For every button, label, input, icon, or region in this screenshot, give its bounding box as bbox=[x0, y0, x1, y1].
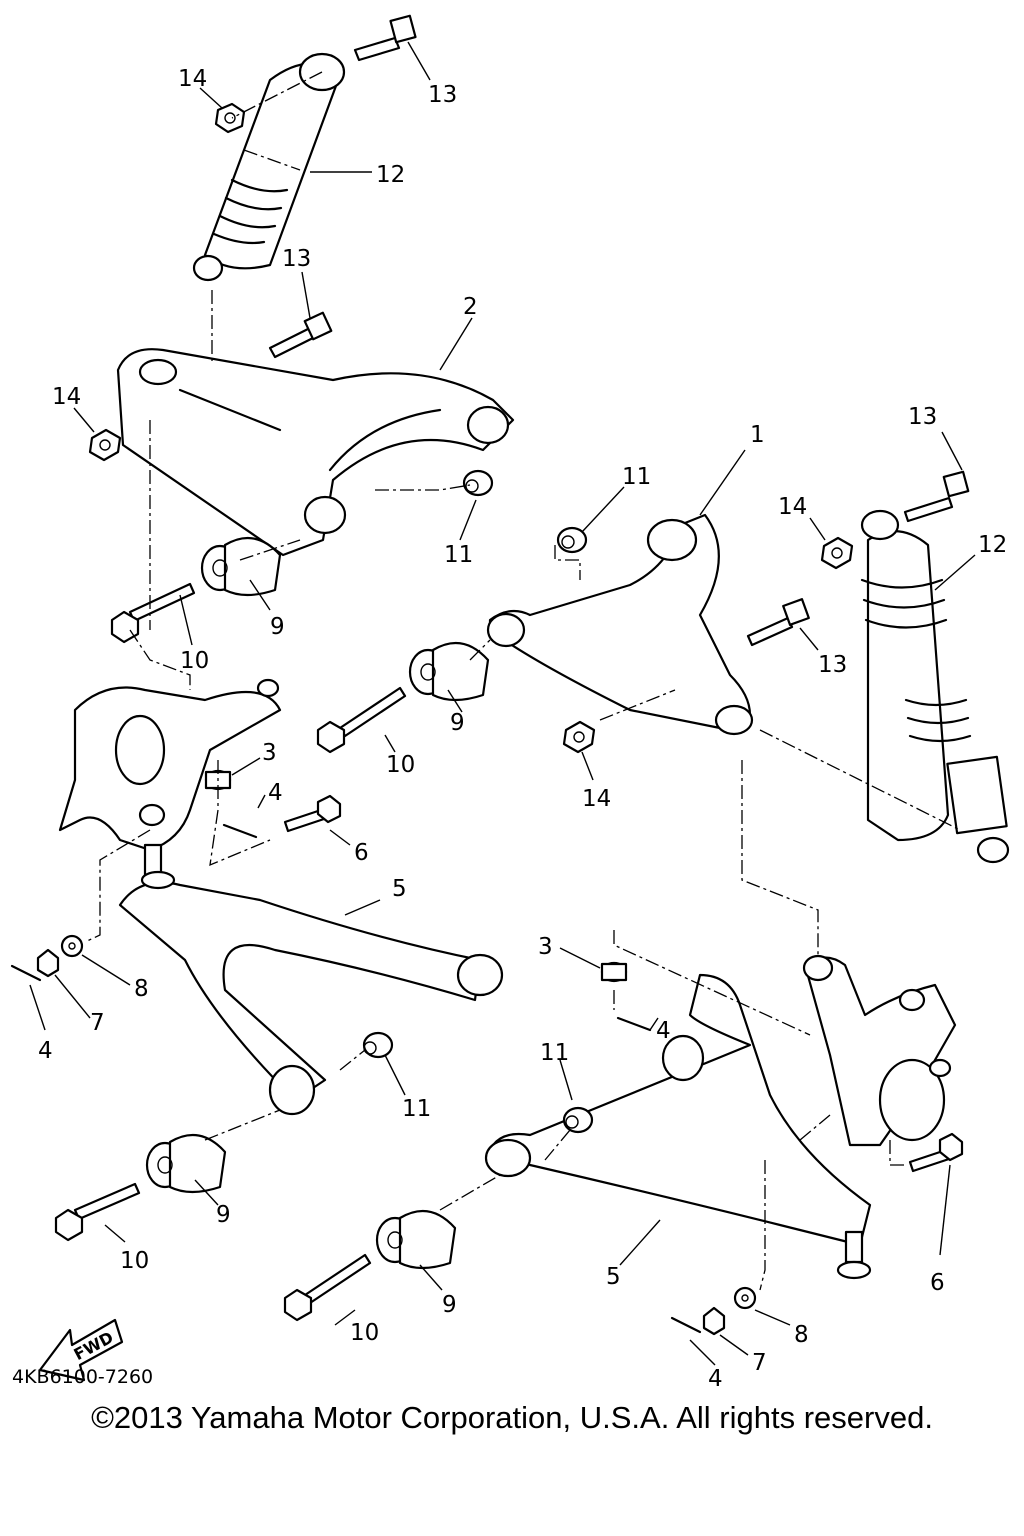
nut-7-left bbox=[36, 948, 60, 978]
callout-14d: 14 bbox=[582, 786, 611, 812]
upper-arm-2 bbox=[116, 348, 515, 557]
callout-4a: 4 bbox=[268, 780, 283, 806]
callout-11d: 11 bbox=[540, 1040, 569, 1066]
callout-10c: 10 bbox=[120, 1248, 149, 1274]
callout-9c: 9 bbox=[216, 1202, 231, 1228]
callout-9a: 9 bbox=[270, 614, 285, 640]
bolt-10-upper-left bbox=[110, 582, 196, 644]
shock-absorber-left bbox=[192, 52, 346, 282]
assembly-lines bbox=[84, 71, 961, 1291]
callout-1: 1 bbox=[750, 422, 765, 448]
steering-knuckle-left bbox=[58, 678, 282, 852]
callout-8a: 8 bbox=[134, 976, 149, 1002]
part-code: 4KB6100-7260 bbox=[12, 1366, 153, 1388]
pin-4-right-upper bbox=[616, 1016, 652, 1032]
callout-11a: 11 bbox=[444, 542, 473, 568]
callout-4b: 4 bbox=[38, 1038, 53, 1064]
callout-4d: 4 bbox=[708, 1366, 723, 1392]
callout-14c: 14 bbox=[778, 494, 807, 520]
callout-10a: 10 bbox=[180, 648, 209, 674]
bolt-13-top-right bbox=[903, 470, 970, 523]
bolt-6-right bbox=[908, 1132, 964, 1173]
bolt-10-right-lower bbox=[283, 1253, 372, 1322]
callout-6a: 6 bbox=[354, 840, 369, 866]
collar-11-right-upper bbox=[556, 526, 588, 554]
nut-3-right bbox=[600, 961, 628, 983]
lower-arm-5-right bbox=[484, 973, 872, 1280]
bolt-6-left bbox=[283, 794, 342, 833]
callout-3b: 3 bbox=[538, 934, 553, 960]
callout-3a: 3 bbox=[262, 740, 277, 766]
nut-7-right bbox=[702, 1306, 726, 1336]
callout-13d: 13 bbox=[818, 652, 847, 678]
callout-13a: 13 bbox=[428, 82, 457, 108]
bushing-9-right-upper bbox=[408, 641, 490, 702]
bolt-13-upper-arm bbox=[268, 311, 333, 359]
callout-10b: 10 bbox=[386, 752, 415, 778]
bolt-13-top-left bbox=[353, 14, 417, 62]
callout-14b: 14 bbox=[52, 384, 81, 410]
callout-6b: 6 bbox=[930, 1270, 945, 1296]
bolt-13-right-arm bbox=[746, 598, 810, 647]
callout-13c: 13 bbox=[908, 404, 937, 430]
collar-11-left-lower bbox=[362, 1031, 394, 1059]
shock-absorber-right bbox=[860, 509, 1010, 864]
callout-9d: 9 bbox=[442, 1292, 457, 1318]
pin-4-left-lower bbox=[10, 964, 42, 982]
pin-4-left-upper bbox=[222, 823, 258, 839]
callout-12a: 12 bbox=[376, 162, 405, 188]
callout-14a: 14 bbox=[178, 66, 207, 92]
bushing-9-left-lower bbox=[145, 1133, 227, 1194]
bushing-9-right-lower bbox=[375, 1209, 457, 1270]
upper-arm-1 bbox=[486, 513, 754, 736]
copyright-notice: ©2013 Yamaha Motor Corporation, U.S.A. A… bbox=[91, 1400, 933, 1435]
bolt-10-left-lower bbox=[54, 1182, 141, 1242]
callout-9b: 9 bbox=[450, 710, 465, 736]
collar-11-upper bbox=[462, 469, 494, 497]
nut-14-right-upper bbox=[562, 720, 596, 754]
callout-10d: 10 bbox=[350, 1320, 379, 1346]
callout-8b: 8 bbox=[794, 1322, 809, 1348]
nut-14-upper-arm bbox=[88, 428, 122, 462]
pin-4-right-lower bbox=[670, 1316, 702, 1334]
bolt-10-right-upper bbox=[316, 686, 407, 754]
callout-4c: 4 bbox=[656, 1018, 671, 1044]
washer-8-right bbox=[733, 1286, 757, 1310]
callout-7a: 7 bbox=[90, 1010, 105, 1036]
callout-11c: 11 bbox=[402, 1096, 431, 1122]
callout-11b: 11 bbox=[622, 464, 651, 490]
nut-14-top-left bbox=[214, 102, 246, 134]
callout-7b: 7 bbox=[752, 1350, 767, 1376]
leader-lines bbox=[29, 41, 976, 1366]
collar-11-right-lower bbox=[562, 1106, 594, 1134]
nut-14-top-right bbox=[820, 536, 854, 570]
callouts: 14 13 12 13 2 14 11 9 10 13 1 14 12 11 1… bbox=[38, 66, 1007, 1392]
steering-knuckle-right bbox=[802, 954, 957, 1147]
callout-13b: 13 bbox=[282, 246, 311, 272]
bushing-9-upper-left bbox=[200, 536, 282, 597]
callout-2: 2 bbox=[463, 294, 478, 320]
callout-5b: 5 bbox=[606, 1264, 621, 1290]
washer-8-left bbox=[60, 934, 84, 958]
callout-5a: 5 bbox=[392, 876, 407, 902]
callout-12b: 12 bbox=[978, 532, 1007, 558]
lower-arm-5-left bbox=[118, 843, 504, 1116]
